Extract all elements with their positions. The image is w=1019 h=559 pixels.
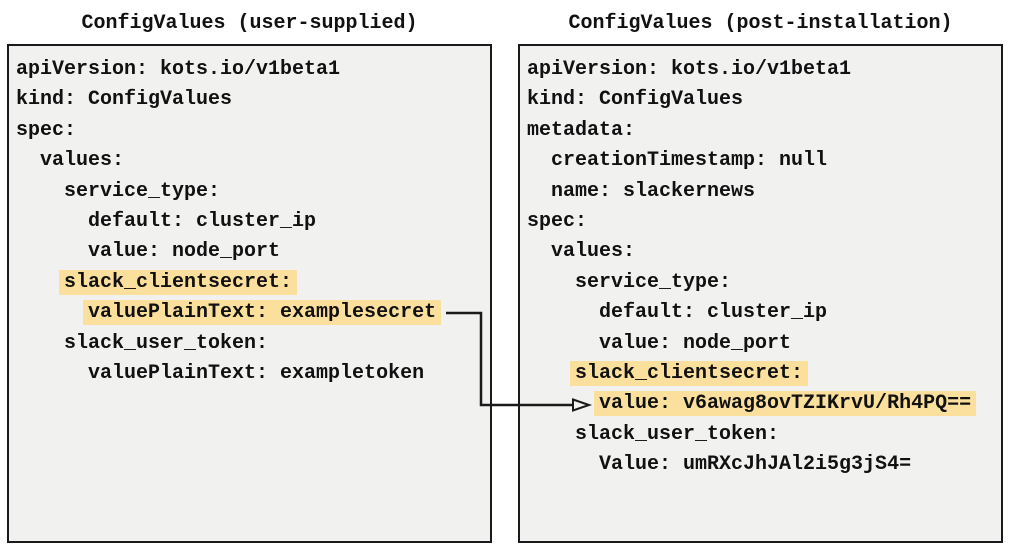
code-line: valuePlainText: examplesecret [16, 298, 490, 328]
code-line: spec: [527, 209, 588, 233]
code-line: apiVersion: kots.io/v1beta1 [527, 58, 852, 81]
code-line: spec: [16, 118, 77, 142]
code-line: valuePlainText: exampletoken [88, 361, 425, 385]
code-line: service_type: [64, 179, 221, 203]
code-line: metadata: [527, 118, 636, 142]
code-line: slack_user_token: [64, 331, 269, 355]
code-line: value: node_port [599, 331, 792, 355]
code-line: kind: ConfigValues [527, 88, 744, 112]
code-line: slack_user_token: [575, 422, 780, 446]
code-line: name: slackernews [551, 179, 756, 203]
highlighted-text: slack_clientsecret: [570, 360, 809, 386]
code-line: Value: umRXcJhJAl2i5g3jS4= [599, 453, 912, 477]
code-line: default: cluster_ip [599, 301, 828, 325]
code-line: value: v6awag8ovTZIKrvU/Rh4PQ== [527, 389, 1001, 419]
code-line: values: [551, 240, 636, 264]
code-line: slack_clientsecret: [16, 268, 490, 298]
highlighted-text: value: v6awag8ovTZIKrvU/Rh4PQ== [594, 391, 977, 417]
code-line: slack_clientsecret: [527, 359, 1001, 389]
code-line: values: [40, 149, 125, 173]
code-line: kind: ConfigValues [16, 88, 233, 112]
user-supplied-config-panel: apiVersion: kots.io/v1beta1 kind: ConfigV… [7, 44, 492, 543]
code-line: default: cluster_ip [88, 209, 317, 233]
left-panel-title: ConfigValues (user-supplied) [81, 12, 418, 35]
right-panel-title: ConfigValues (post-installation) [568, 12, 953, 35]
highlighted-text: slack_clientsecret: [59, 269, 298, 295]
code-line: service_type: [575, 270, 732, 294]
code-line: apiVersion: kots.io/v1beta1 [16, 58, 341, 81]
code-line: value: node_port [88, 240, 281, 264]
code-line: creationTimestamp: null [551, 149, 828, 173]
highlighted-text: valuePlainText: examplesecret [83, 300, 442, 326]
post-installation-config-panel: apiVersion: kots.io/v1beta1 kind: ConfigV… [518, 44, 1003, 543]
